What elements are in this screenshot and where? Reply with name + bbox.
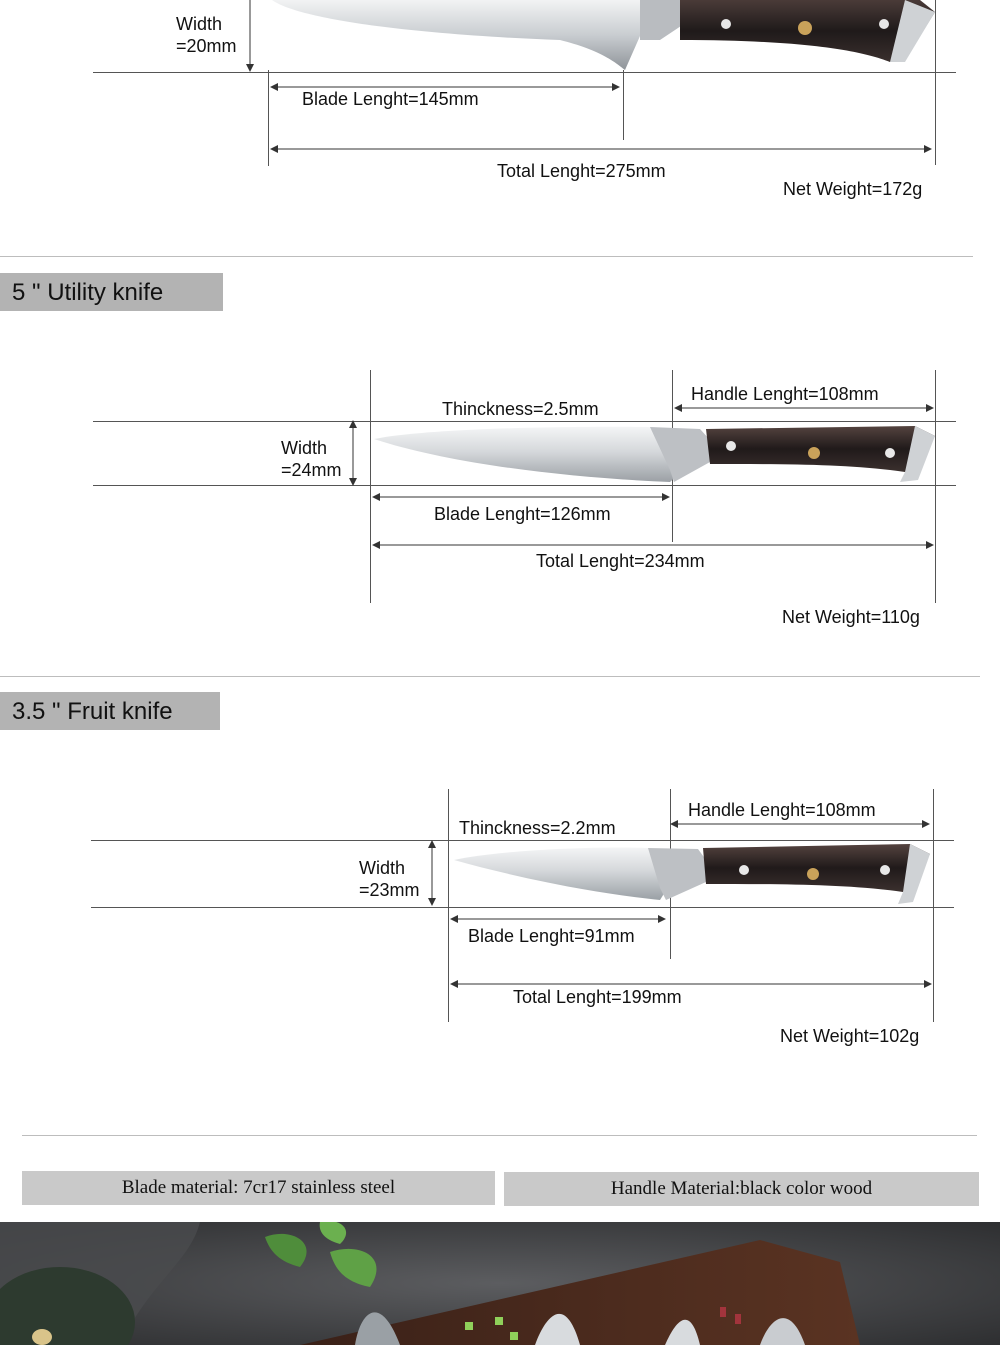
width-arrow [246, 0, 254, 72]
knife-3-image [454, 844, 930, 904]
net-weight-label: Net Weight=102g [780, 1026, 920, 1046]
knife-1-image [272, 0, 935, 70]
blade-material-bar: Blade material: 7cr17 stainless steel [22, 1171, 495, 1205]
handle-length-arrow [670, 820, 930, 828]
width-label-line2: =23mm [359, 880, 420, 900]
section-title-utility-knife: 5 " Utility knife [0, 273, 223, 311]
right-guide-line [933, 789, 934, 1022]
width-label-line1: Width [176, 14, 223, 34]
bottom-line [91, 907, 954, 908]
left-guide-line [370, 370, 371, 603]
total-length-label: Total Lenght=234mm [536, 551, 705, 571]
width-label-line1: Width [281, 438, 328, 458]
net-weight-label: Net Weight=110g [782, 607, 920, 627]
width-label-line2: =20mm [176, 36, 237, 56]
total-length-arrow [270, 145, 932, 153]
blade-length-arrow [372, 493, 670, 501]
top-line [93, 421, 956, 422]
left-guide-line [268, 70, 269, 166]
section-divider [0, 676, 980, 677]
knife-2-image [374, 426, 935, 482]
section-title-text: 3.5 " Fruit knife [12, 698, 173, 725]
total-length-label: Total Lenght=199mm [513, 987, 682, 1007]
total-length-arrow [372, 541, 934, 549]
handle-material-bar: Handle Material:black color wood [504, 1172, 979, 1206]
blade-length-label: Blade Lenght=145mm [302, 89, 479, 109]
bottom-line [93, 485, 956, 486]
right-guide-line [935, 370, 936, 603]
width-label-line1: Width [359, 858, 406, 878]
width-arrow [428, 840, 436, 906]
blade-length-label: Blade Lenght=126mm [434, 504, 611, 524]
left-guide-line [448, 789, 449, 1022]
handle-length-label: Handle Lenght=108mm [691, 384, 879, 404]
section-title-fruit-knife: 3.5 " Fruit knife [0, 692, 220, 730]
handle-length-label: Handle Lenght=108mm [688, 800, 876, 820]
width-arrow [349, 420, 357, 486]
total-length-label: Total Lenght=275mm [497, 161, 666, 181]
blade-length-arrow [270, 83, 620, 91]
width-label-line2: =24mm [281, 460, 342, 480]
blade-length-arrow [450, 915, 666, 923]
thickness-label: Thinckness=2.5mm [442, 399, 599, 419]
section-title-text: 5 " Utility knife [12, 279, 164, 306]
handle-material-text: Handle Material:black color wood [610, 1178, 873, 1199]
product-photo [0, 1222, 1000, 1345]
blade-length-label: Blade Lenght=91mm [468, 926, 635, 946]
net-weight-label: Net Weight=172g [783, 179, 923, 199]
baseline-line [93, 72, 956, 73]
top-line [91, 840, 954, 841]
thickness-label: Thinckness=2.2mm [459, 818, 616, 838]
total-length-arrow [450, 980, 932, 988]
section-divider [0, 256, 973, 257]
handle-length-arrow [674, 404, 934, 412]
right-guide-line [935, 0, 936, 165]
section-divider [22, 1135, 977, 1136]
blade-end-guide-line [623, 70, 624, 140]
blade-material-text: Blade material: 7cr17 stainless steel [121, 1177, 396, 1198]
